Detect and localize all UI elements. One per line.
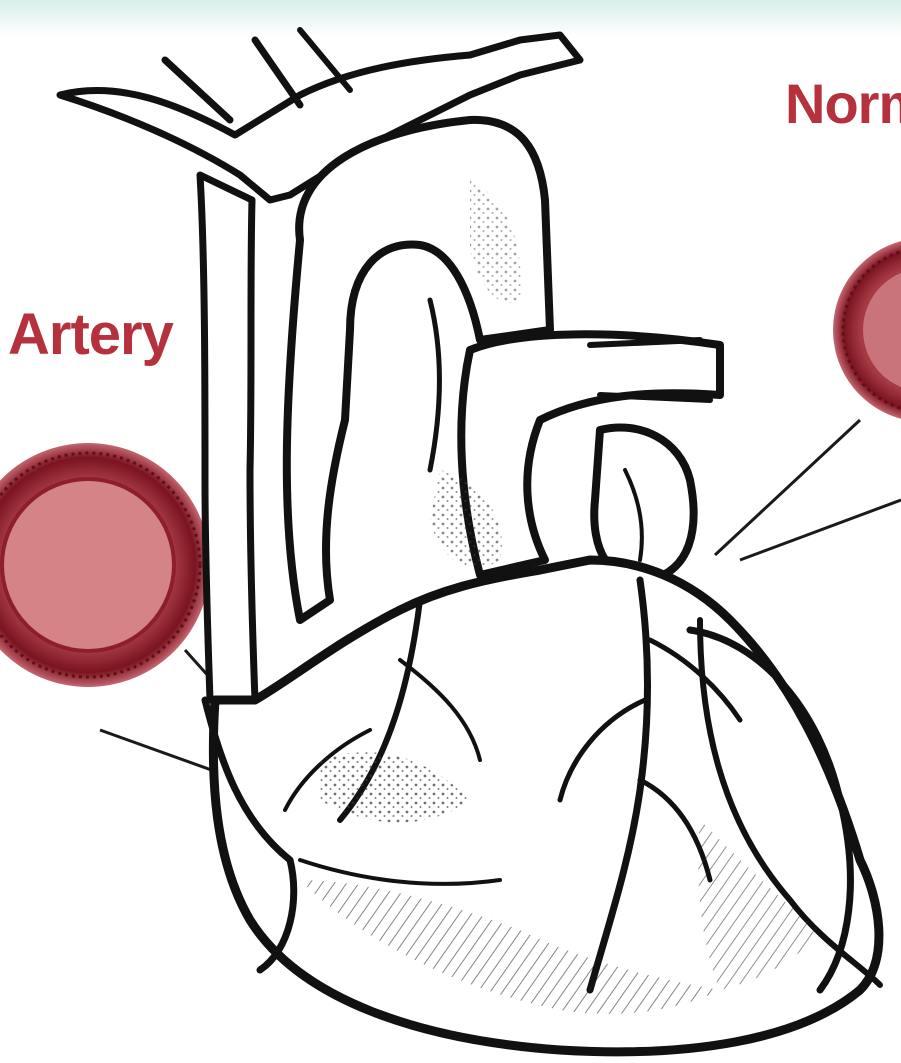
artery-label: Artery (8, 306, 173, 364)
normal-label: Norm (785, 76, 901, 132)
artery-cross-section-left (0, 443, 210, 687)
artery-cross-section-right (833, 238, 901, 422)
